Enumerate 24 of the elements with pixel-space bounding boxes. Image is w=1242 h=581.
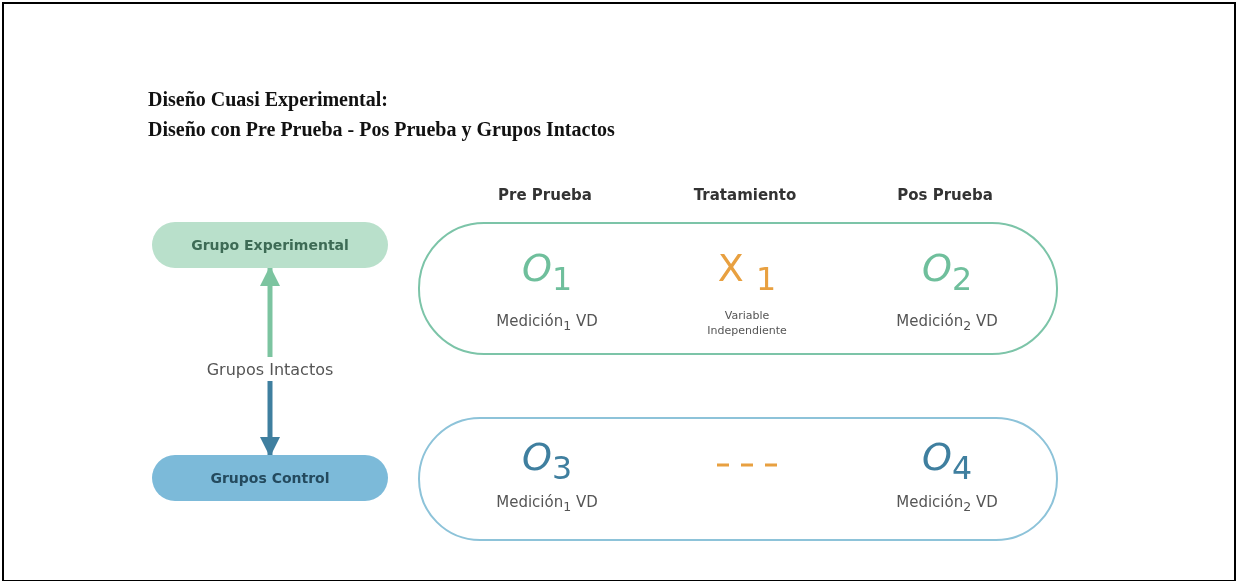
arrow [260,381,280,457]
group-pill [152,455,388,501]
rounded-band [418,222,1058,355]
heading: Diseño con Pre Prueba - Pos Prueba y Grupos Intactos [148,118,615,141]
column-header: Tratamiento [693,186,797,204]
group-pill [152,222,388,268]
arrow [260,266,280,357]
observation-symbol: O$_{2}$ [921,246,973,297]
measurement-label: Medición$_{1}$ VD [496,493,598,514]
measurement-label: Medición$_{1}$ VD [496,312,598,333]
observation-symbol: O$_{1}$ [521,246,573,297]
rounded-band [418,417,1058,541]
column-header: Pos Prueba [897,186,993,204]
treatment-symbol: X $_{1}$ [717,246,777,297]
measurement-label: Medición$_{2}$ VD [896,312,998,333]
variable-label: Variable Independiente [706,308,788,338]
node-label: Grupo Experimental [190,237,350,253]
column-header: Pre Prueba [498,186,592,204]
node-label: Grupos Intactos [205,359,335,379]
node-label: Grupos Control [209,470,331,486]
diagram-title: Diseño Cuasi Experimental: [148,88,388,111]
observation-symbol: O$_{3}$ [521,435,573,486]
observation-symbol: O$_{4}$ [921,435,973,486]
measurement-label: Medición$_{2}$ VD [896,493,998,514]
